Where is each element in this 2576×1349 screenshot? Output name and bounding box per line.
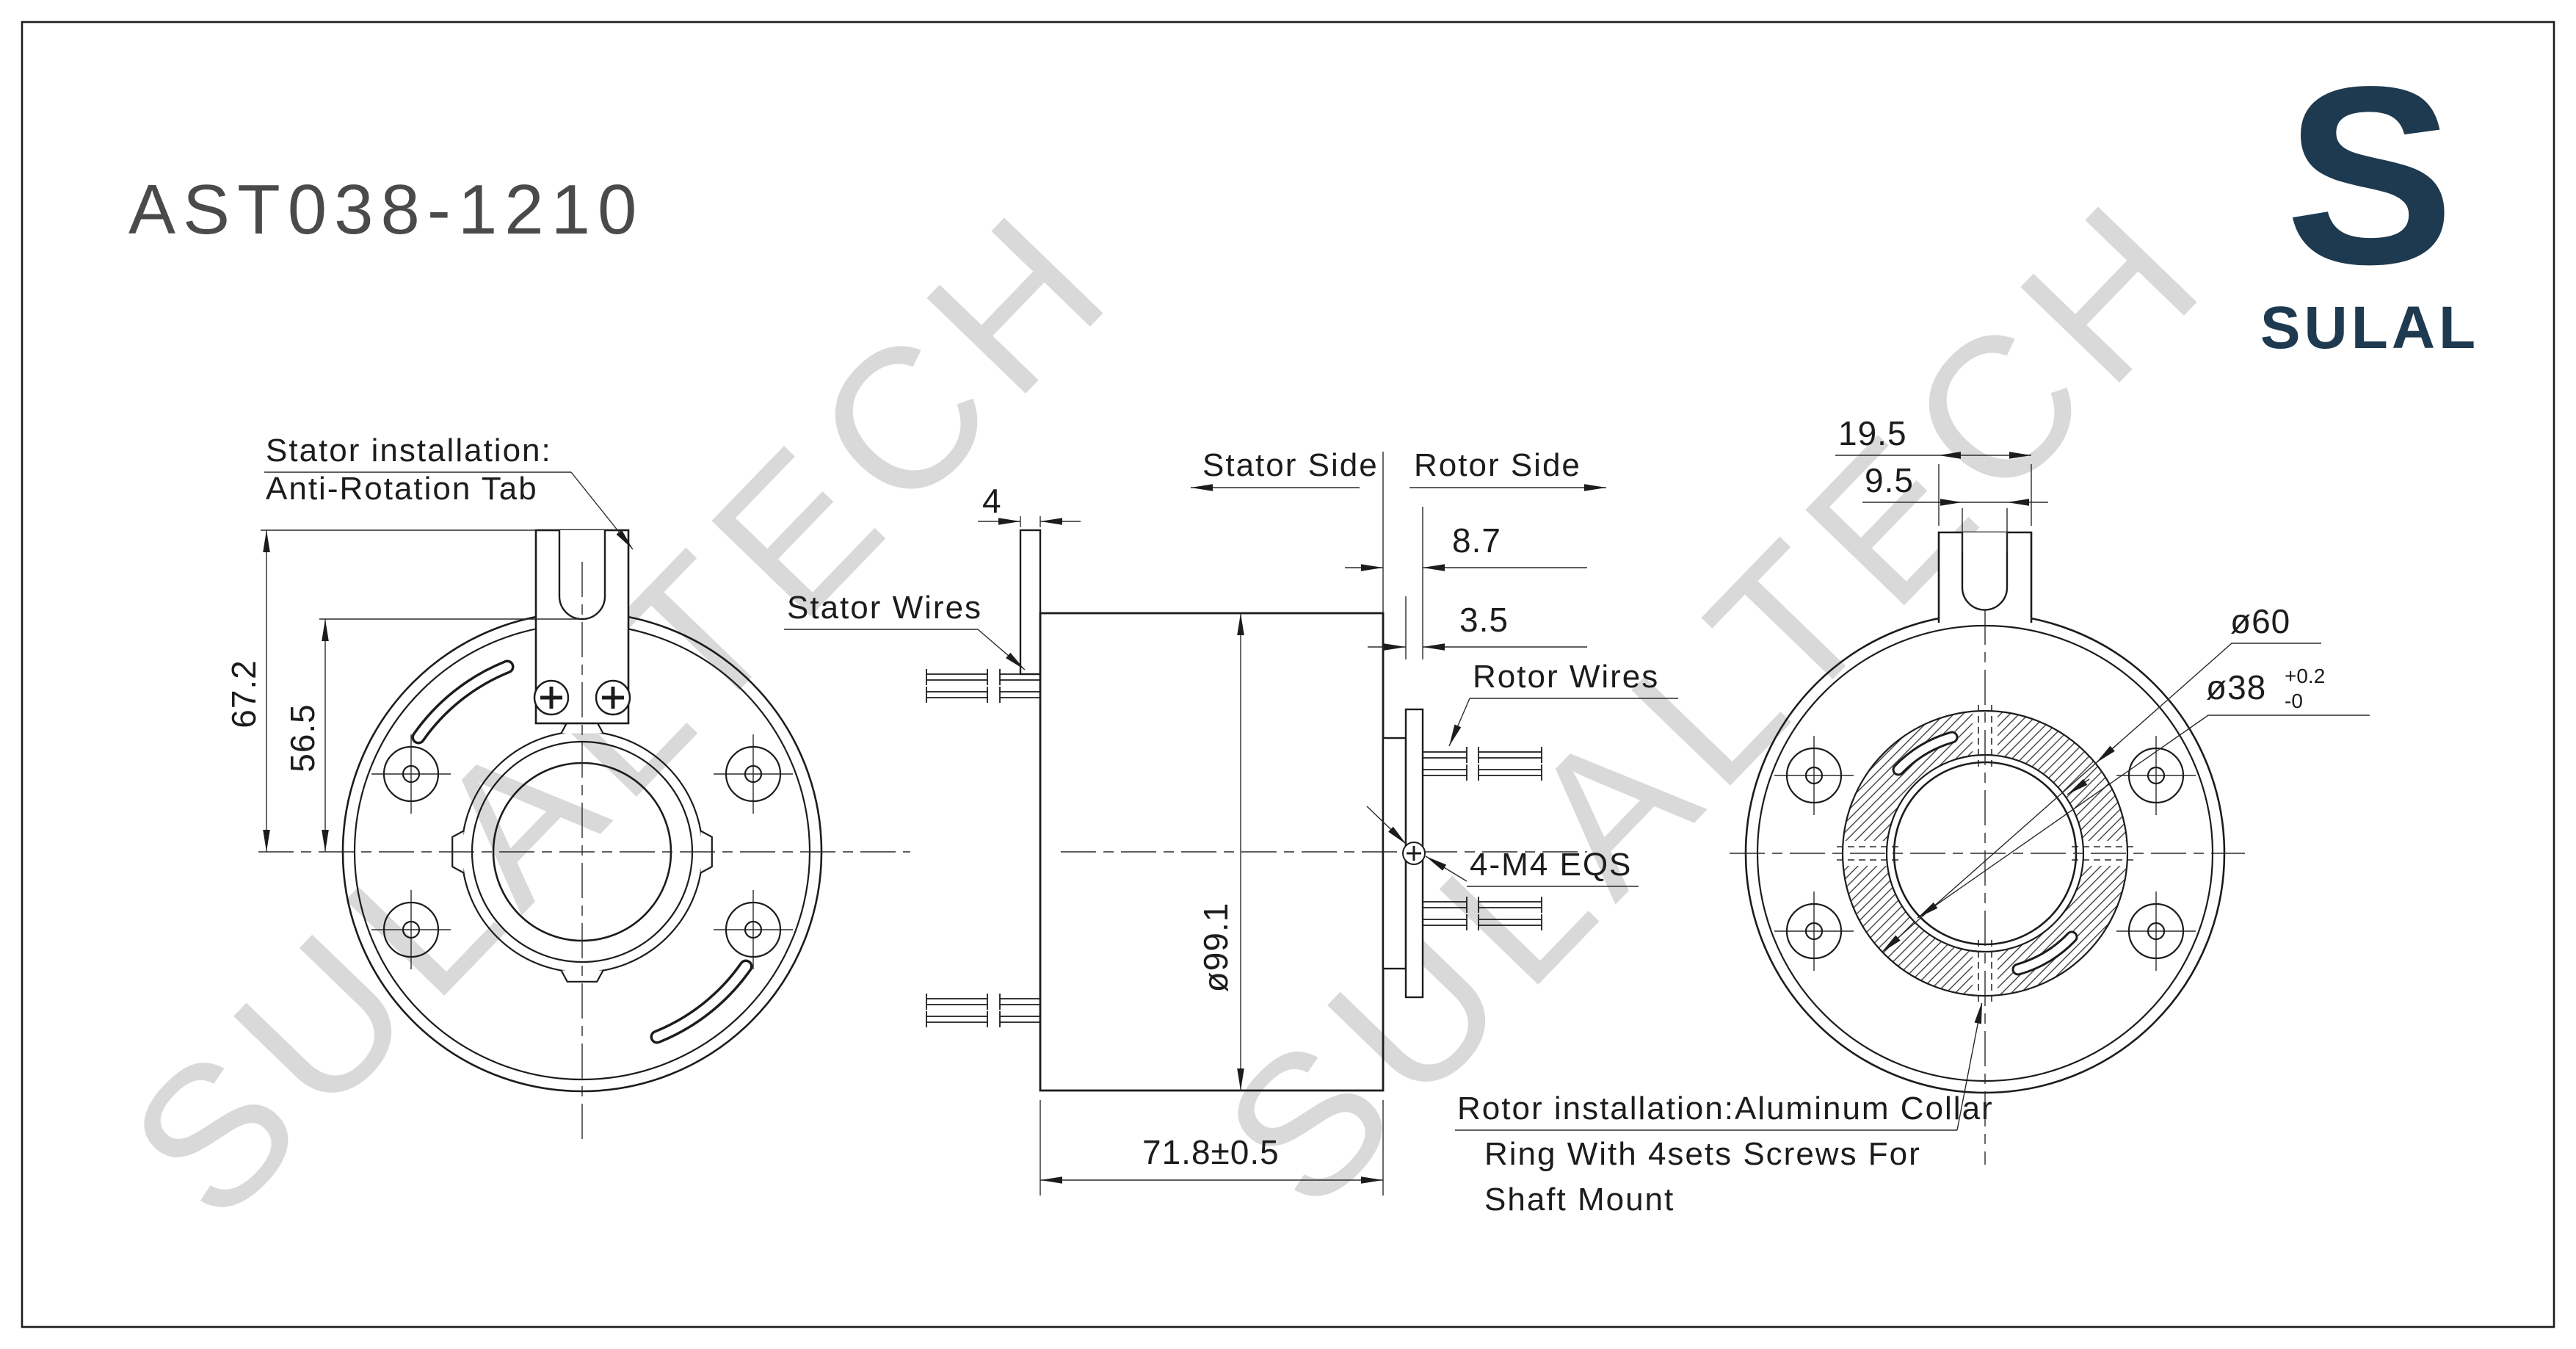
dim-56-5: 56.5 <box>283 618 580 852</box>
dim-8-7: 8.7 <box>1345 507 1587 659</box>
stator-wire <box>926 1011 1040 1027</box>
dim-3-5-text: 3.5 <box>1459 601 1509 639</box>
side-headers: Stator Side Rotor Side <box>1191 447 1606 613</box>
stator-side-text: Stator Side <box>1202 447 1379 483</box>
tab-screw-right <box>596 681 630 715</box>
stator-wire <box>926 687 1040 703</box>
dim-99-1-text: ø99.1 <box>1197 903 1235 993</box>
rotor-note-line3: Shaft Mount <box>1484 1182 1675 1218</box>
front-view: 67.2 56.5 Stator installation: Anti-Rota… <box>225 433 910 1146</box>
bolt-hole <box>712 889 794 971</box>
bolt-hole <box>1773 890 1855 972</box>
arc-slot-upper-left <box>1892 731 1959 776</box>
stator-wires-label: Stator Wires <box>784 590 1026 670</box>
dim-38-text: ø38 <box>2206 668 2266 706</box>
rotor-wire <box>1423 914 1542 930</box>
dim-56-5-text: 56.5 <box>283 704 322 773</box>
stator-wires-text: Stator Wires <box>787 590 982 626</box>
rotor-hub <box>1382 737 1407 970</box>
arc-slot-lower-right <box>650 959 753 1044</box>
side-view: 4 Stator Wires Stator Side Rotor Side 8.… <box>784 447 1994 1218</box>
sulal-logo-mark: S <box>2285 35 2454 317</box>
stator-wire-group <box>926 669 1040 1027</box>
m4-screw <box>1366 806 1426 865</box>
dim-60-text: ø60 <box>2230 602 2290 640</box>
bolt-hole <box>2115 890 2197 972</box>
rotor-installation-note: Rotor installation:Aluminum Collar Ring … <box>1455 1001 1994 1218</box>
tab-u-slot <box>1961 532 2009 611</box>
stator-wire <box>926 669 1040 685</box>
arc-slot-lower-right <box>2011 930 2078 976</box>
rotor-wires-label: Rotor Wires <box>1448 659 1678 747</box>
m4-label: 4-M4 EQS <box>1425 847 1639 887</box>
stator-installation-line1: Stator installation: <box>266 433 552 469</box>
dim-60: ø60 <box>1881 602 2321 953</box>
dim-4-text: 4 <box>982 482 1002 520</box>
leader-to-tab <box>570 471 634 550</box>
stator-installation-line2: Anti-Rotation Tab <box>266 471 538 507</box>
dim-67-2-text: 67.2 <box>225 659 263 728</box>
rotor-wire <box>1423 764 1542 781</box>
sulal-logo-wordmark: SULAL <box>2260 294 2479 361</box>
dim-8-7-text: 8.7 <box>1452 521 1501 560</box>
tab-screw-left <box>534 681 568 715</box>
dim-3-5: 3.5 <box>1368 596 1587 659</box>
dim-4: 4 <box>978 482 1081 527</box>
dim-99-1: ø99.1 <box>1197 613 1244 1091</box>
dim-67-2: 67.2 <box>225 529 537 852</box>
rotor-note-line2: Ring With 4sets Screws For <box>1484 1136 1921 1172</box>
rotor-note-line1: Rotor installation:Aluminum Collar <box>1457 1091 1994 1126</box>
rotor-side-text: Rotor Side <box>1414 447 1581 483</box>
m4-label-text: 4-M4 EQS <box>1470 847 1632 883</box>
stator-wire <box>926 994 1040 1010</box>
dim-71-8: 71.8±0.5 <box>1040 1100 1384 1196</box>
dim-19-5-text: 19.5 <box>1838 414 1907 452</box>
dim-19-5: 19.5 <box>1835 414 2032 526</box>
arc-slot-upper-left <box>411 659 515 745</box>
rotor-wire-group <box>1423 747 1542 930</box>
dim-38-tol-minus: -0 <box>2285 690 2303 712</box>
rear-view: 19.5 9.5 ø60 ø38 +0.2 -0 <box>1730 414 2370 1165</box>
dim-38-tol-plus: +0.2 <box>2285 665 2325 687</box>
rotor-wire <box>1423 897 1542 913</box>
dim-9-5: 9.5 <box>1862 461 2048 552</box>
drawing-title: AST038-1210 <box>128 170 644 249</box>
rotor-wire <box>1423 747 1542 763</box>
sheet-border <box>21 21 2555 1328</box>
watermark-right: SULALTECH <box>1182 153 2250 1249</box>
rotor-wires-text: Rotor Wires <box>1473 659 1659 695</box>
sulal-logo: S SULAL <box>2260 35 2479 361</box>
stator-installation-note: Stator installation: Anti-Rotation Tab <box>264 433 634 550</box>
tab-edge-profile <box>1019 529 1042 676</box>
dim-38: ø38 +0.2 -0 <box>1917 665 2370 919</box>
dim-71-8-text: 71.8±0.5 <box>1142 1133 1280 1171</box>
leader-to-collar <box>1956 1001 1983 1131</box>
watermark-text: SULALTECH <box>1182 153 2250 1249</box>
bolt-hole <box>2115 734 2197 817</box>
dim-9-5-text: 9.5 <box>1865 461 1914 499</box>
